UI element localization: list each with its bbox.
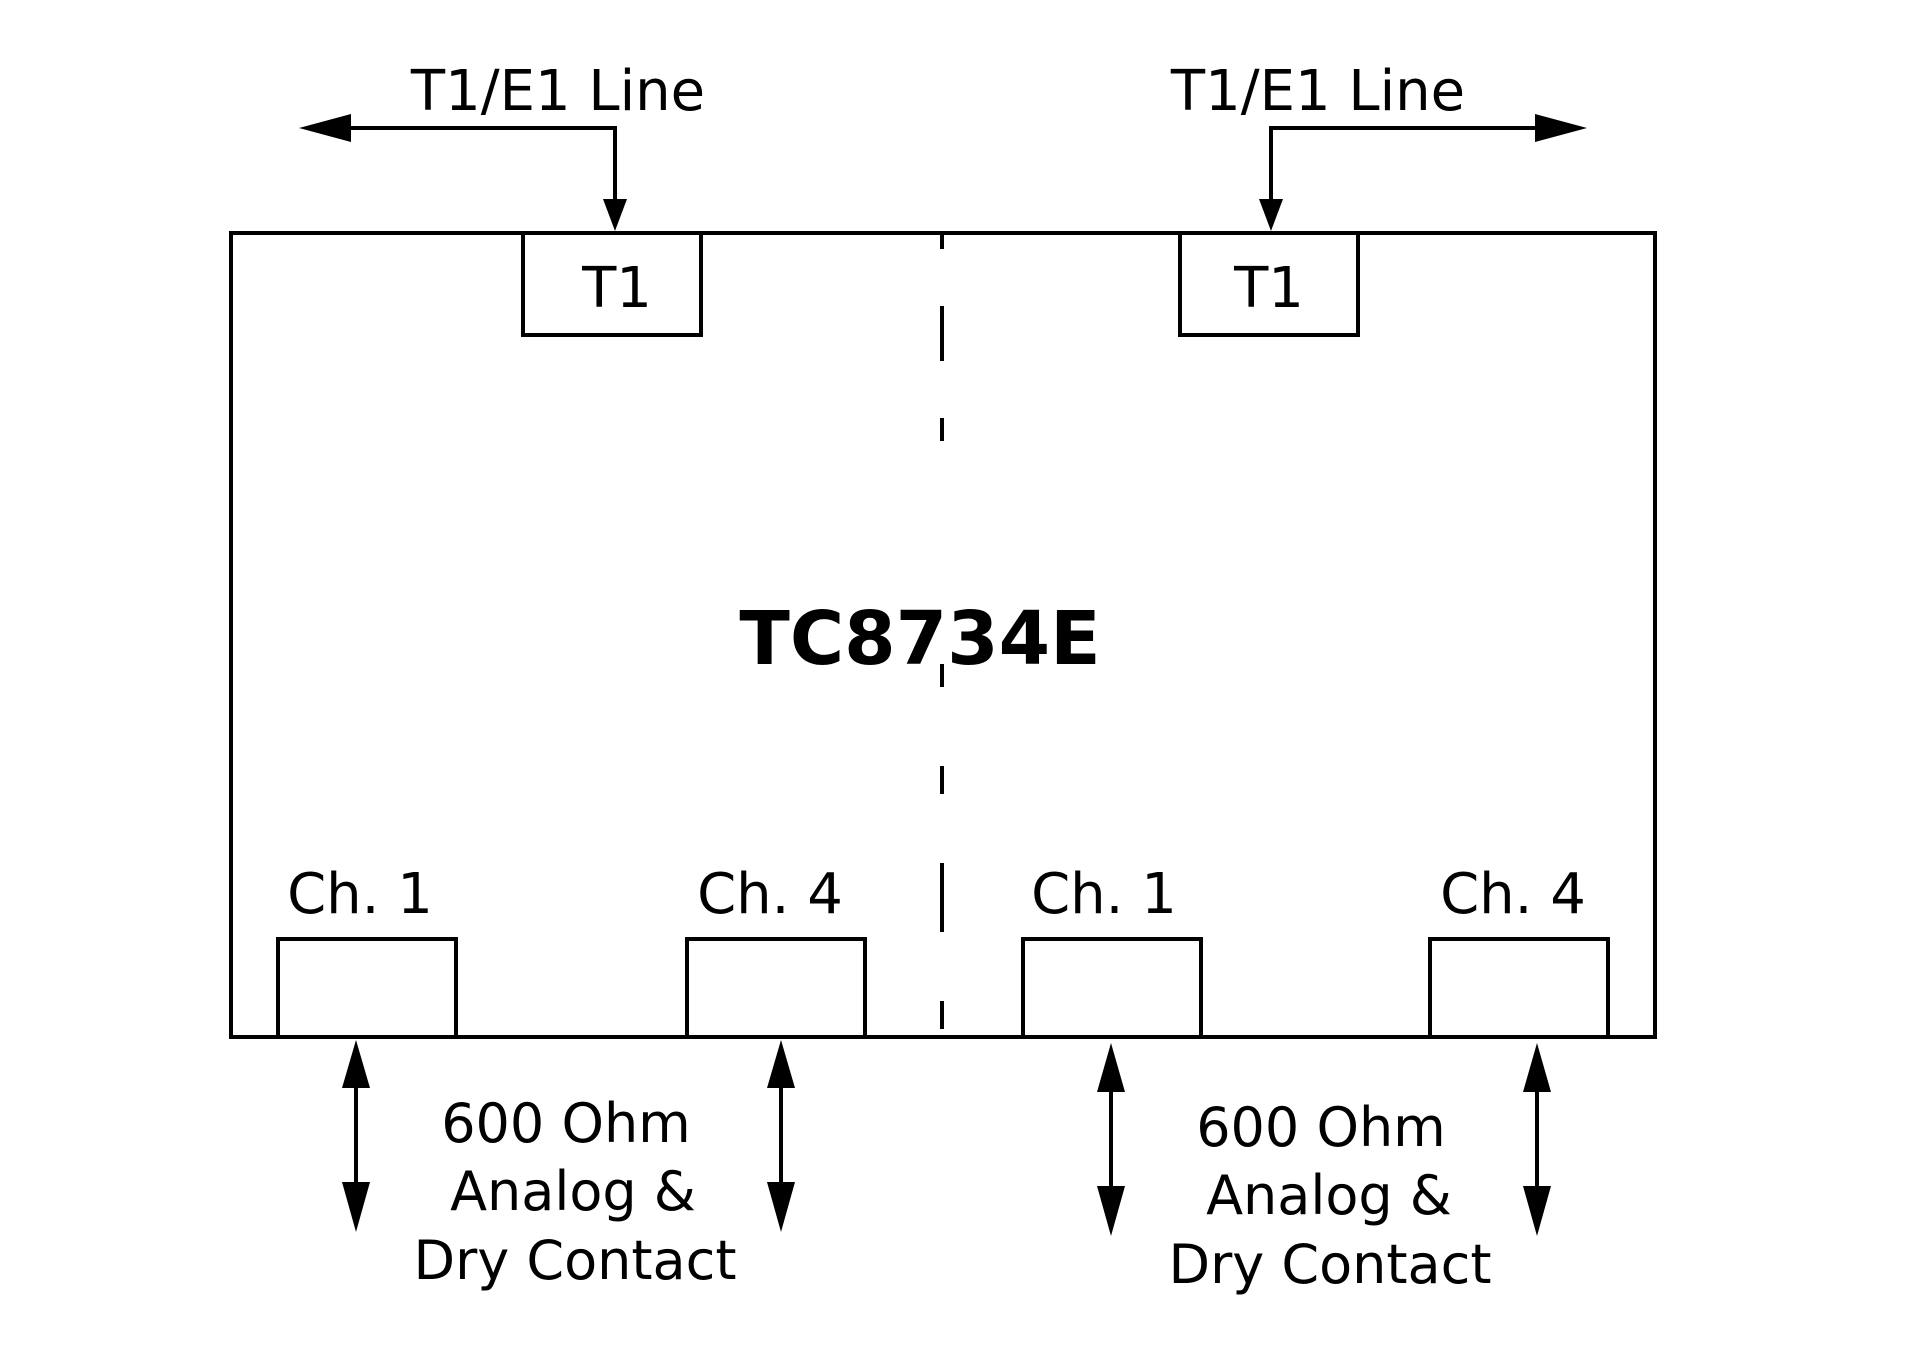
- channel-port-right-ch4: [1428, 937, 1610, 1039]
- arrowhead-left-icon: [299, 114, 351, 142]
- arrowhead-down-icon: [1097, 1186, 1125, 1236]
- arrowhead-down-icon: [1523, 1186, 1551, 1236]
- interface-label-right: 600 Ohm Analog & Dry Contact: [1169, 1096, 1492, 1296]
- device-title: TC8734E: [739, 596, 1100, 682]
- interface-label-line: Analog &: [450, 1160, 696, 1223]
- interface-label-line: Dry Contact: [414, 1229, 737, 1292]
- arrowhead-up-icon: [767, 1040, 795, 1088]
- arrowhead-right-icon: [1535, 114, 1587, 142]
- t1-port-left-label: T1: [581, 256, 652, 321]
- arrowhead-up-icon: [342, 1040, 370, 1088]
- arrowhead-down-icon: [603, 199, 627, 231]
- arrowhead-down-icon: [1259, 199, 1283, 231]
- channel-port-left-ch4: [685, 937, 867, 1039]
- arrowhead-up-icon: [1097, 1043, 1125, 1092]
- channel-label-left-ch4: Ch. 4: [697, 862, 843, 927]
- channel-label-left-ch1: Ch. 1: [287, 862, 433, 927]
- arrowhead-down-icon: [342, 1182, 370, 1232]
- interface-label-line: 600 Ohm: [1196, 1096, 1446, 1159]
- bidirectional-arrow-right-ch4: [1523, 1043, 1551, 1236]
- channel-label-right-ch1: Ch. 1: [1031, 862, 1177, 927]
- bidirectional-arrow-right-ch1: [1097, 1043, 1125, 1236]
- channel-port-left-ch1: [276, 937, 458, 1039]
- line-arrow-left: [299, 114, 627, 231]
- interface-label-left: 600 Ohm Analog & Dry Contact: [414, 1092, 737, 1292]
- t1-port-right-label: T1: [1233, 256, 1304, 321]
- interface-label-line: Dry Contact: [1169, 1233, 1492, 1296]
- arrowhead-down-icon: [767, 1182, 795, 1232]
- bidirectional-arrow-left-ch4: [767, 1040, 795, 1232]
- interface-label-line: 600 Ohm: [441, 1092, 691, 1155]
- line-connector-right: [1269, 126, 1541, 205]
- interface-label-line: Analog &: [1206, 1164, 1452, 1227]
- arrowhead-up-icon: [1523, 1043, 1551, 1092]
- line-connector-left: [345, 126, 617, 205]
- channel-port-right-ch1: [1021, 937, 1203, 1039]
- line-label-left: T1/E1 Line: [410, 59, 705, 124]
- t1-port-left: [521, 231, 703, 337]
- t1-port-right: [1178, 231, 1360, 337]
- line-label-right: T1/E1 Line: [1170, 59, 1465, 124]
- channel-label-right-ch4: Ch. 4: [1440, 862, 1586, 927]
- line-arrow-right: [1259, 114, 1587, 231]
- bidirectional-arrow-left-ch1: [342, 1040, 370, 1232]
